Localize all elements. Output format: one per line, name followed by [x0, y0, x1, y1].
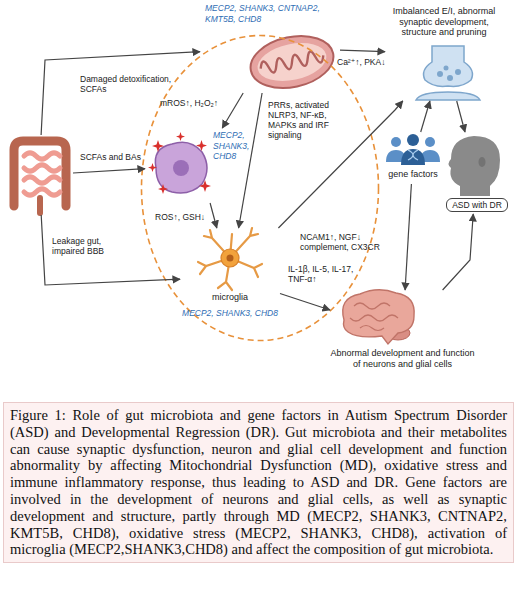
cell-label: microglia — [180, 292, 280, 303]
connector-arrow — [340, 50, 385, 51]
pathway-ellipse: MECP2, SHANK3, CNTNAP2, KMT5B, CHD8MECP2… — [140, 34, 380, 342]
brain-illustration — [343, 290, 414, 344]
diagram-node: ASD with DR — [440, 132, 512, 214]
outcome-label: Imbalanced E/I, abnormal synaptic develo… — [385, 6, 503, 38]
gut-illustration — [14, 141, 66, 213]
edge-label: Leakage gut, impaired BBB — [52, 236, 122, 256]
ellipse-shape — [142, 36, 379, 341]
diagram-node: MECP2, SHANK3, CHD8 — [145, 128, 255, 203]
gene-list: MECP2, SHANK3, CHD8 — [213, 130, 255, 162]
ellipse-outline — [140, 34, 380, 342]
child-head-illustration — [449, 136, 501, 196]
gene-list: MECP2, SHANK3, CHD8 — [180, 308, 280, 319]
connector-arrow — [443, 214, 474, 290]
factor-label: gene factors — [382, 169, 444, 180]
connector-arrow — [421, 101, 430, 132]
outcome-label: Abnormal development and function of neu… — [330, 348, 475, 369]
connector-arrow — [210, 203, 217, 228]
edge-label: IL-1β, IL-5, IL-17, TNF-α↑ — [288, 264, 366, 284]
microglia-illustration — [198, 228, 262, 290]
edge-label: PRRs, activated NLRP3, NF-κB, MAPKs and … — [268, 100, 346, 140]
edge-label: NCAM1↑, NGF↓ complement, CX3CR — [300, 232, 382, 252]
edge-label: mROS↑, H₂O₂↑ — [160, 98, 230, 108]
connector-layer — [0, 0, 515, 400]
edge-label: ROS↑, GSH↓ — [155, 212, 207, 222]
connector-arrow — [222, 93, 243, 128]
connector-arrow — [405, 184, 411, 290]
connector-arrow — [239, 93, 263, 228]
diagram-node: gene factors — [382, 132, 444, 184]
connector-arrow — [41, 52, 200, 135]
diagram-node: MECP2, SHANK3, CNTNAP2, KMT5B, CHD8 — [200, 3, 340, 93]
gene-list: MECP2, SHANK3, CNTNAP2, KMT5B, CHD8 — [205, 3, 323, 24]
figure-caption: Figure 1: Role of gut microbiota and gen… — [3, 402, 514, 563]
synapse-illustration — [416, 46, 480, 100]
outcome-pill: ASD with DR — [446, 198, 508, 212]
oxidative-cell-illustration — [148, 132, 211, 194]
connector-arrow — [73, 169, 145, 173]
diagram-node — [5, 135, 73, 215]
illustration-layer — [0, 0, 515, 400]
edge-label: Damaged detoxification, SCFAs — [80, 74, 180, 94]
connector-arrow — [41, 215, 180, 285]
diagram-node: Imbalanced E/I, abnormal synaptic develo… — [385, 6, 503, 101]
connector-arrow — [280, 294, 330, 311]
connector-arrow — [457, 101, 465, 132]
edge-label: Ca²⁺↑, PKA↓ — [337, 57, 399, 67]
diagram-node: microgliaMECP2, SHANK3, CHD8 — [180, 228, 280, 326]
diagram-node: Abnormal development and function of neu… — [330, 290, 475, 378]
edge-label: SCFAs and BAs — [80, 152, 152, 162]
gene-factors-illustration — [386, 134, 440, 165]
mitochondrion-illustration — [246, 29, 339, 95]
